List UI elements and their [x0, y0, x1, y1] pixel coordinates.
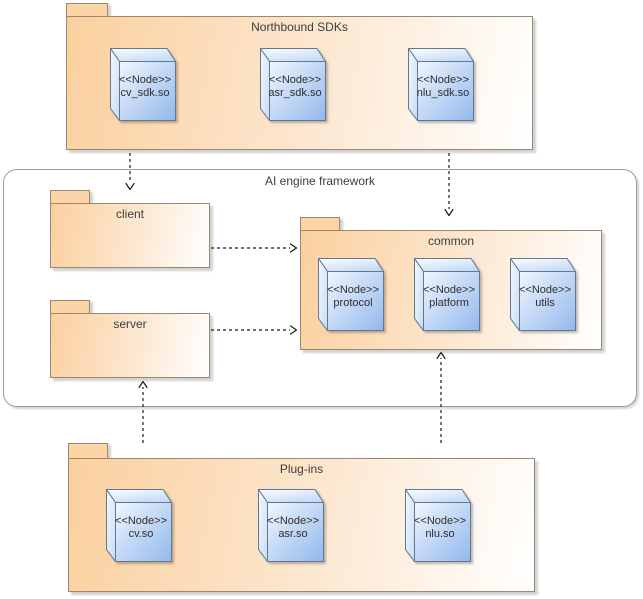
- cube-shape: [405, 489, 471, 562]
- package-body[interactable]: server: [50, 313, 210, 378]
- node-stereotype: <<Node>>: [119, 73, 171, 86]
- node-label: <<Node>> cv.so: [110, 497, 172, 559]
- node-stereotype: <<Node>>: [519, 283, 571, 296]
- node-label: <<Node>> asr.so: [262, 497, 324, 559]
- node-stereotype: <<Node>>: [423, 283, 475, 296]
- package-tab: [50, 300, 90, 314]
- package-tab: [50, 190, 90, 204]
- node-name: nlu_sdk.so: [416, 87, 470, 99]
- package-body[interactable]: client: [50, 203, 210, 268]
- node-asr[interactable]: <<Node>> asr.so: [258, 489, 324, 562]
- node-label: <<Node>> asr_sdk.so: [264, 56, 326, 118]
- node-label: <<Node>> utils: [514, 266, 576, 328]
- package-tab: [66, 3, 108, 17]
- node-utils[interactable]: <<Node>> utils: [510, 258, 576, 331]
- cube-shape: [318, 258, 384, 331]
- node-cv-sdk[interactable]: <<Node>> cv_sdk.so: [110, 48, 176, 121]
- node-name: nlu.so: [425, 528, 455, 540]
- package-label: common: [427, 234, 474, 248]
- cube-shape: [510, 258, 576, 331]
- package-tab: [68, 443, 108, 459]
- frame-title: AI engine framework: [264, 174, 376, 188]
- node-label: <<Node>> platform: [418, 266, 480, 328]
- cube-shape: [408, 48, 474, 121]
- node-nlu[interactable]: <<Node>> nlu.so: [405, 489, 471, 562]
- node-platform[interactable]: <<Node>> platform: [414, 258, 480, 331]
- node-label: <<Node>> nlu.so: [409, 497, 471, 559]
- cube-shape: [258, 489, 324, 562]
- node-asr-sdk[interactable]: <<Node>> asr_sdk.so: [260, 48, 326, 121]
- node-name: cv.so: [128, 528, 154, 540]
- node-name: cv_sdk.so: [120, 87, 170, 99]
- package-label: Plug-ins: [279, 462, 324, 476]
- node-stereotype: <<Node>>: [115, 514, 167, 527]
- cube-shape: [110, 48, 176, 121]
- node-stereotype: <<Node>>: [414, 514, 466, 527]
- node-stereotype: <<Node>>: [267, 514, 319, 527]
- node-label: <<Node>> cv_sdk.so: [114, 56, 176, 118]
- node-name: utils: [535, 297, 555, 309]
- cube-shape: [106, 489, 172, 562]
- node-name: platform: [429, 297, 469, 309]
- cube-shape: [260, 48, 326, 121]
- node-cv[interactable]: <<Node>> cv.so: [106, 489, 172, 562]
- node-protocol[interactable]: <<Node>> protocol: [318, 258, 384, 331]
- node-name: asr.so: [278, 528, 308, 540]
- node-nlu-sdk[interactable]: <<Node>> nlu_sdk.so: [408, 48, 474, 121]
- package-tab: [300, 217, 340, 231]
- node-stereotype: <<Node>>: [327, 283, 379, 296]
- node-name: asr_sdk.so: [268, 87, 322, 99]
- package-label: server: [113, 317, 147, 331]
- node-label: <<Node>> protocol: [322, 266, 384, 328]
- node-stereotype: <<Node>>: [417, 73, 469, 86]
- cube-shape: [414, 258, 480, 331]
- package-label: client: [115, 207, 144, 221]
- package-label: Northbound SDKs: [251, 20, 348, 34]
- node-label: <<Node>> nlu_sdk.so: [412, 56, 474, 118]
- node-name: protocol: [333, 297, 373, 309]
- node-stereotype: <<Node>>: [269, 73, 321, 86]
